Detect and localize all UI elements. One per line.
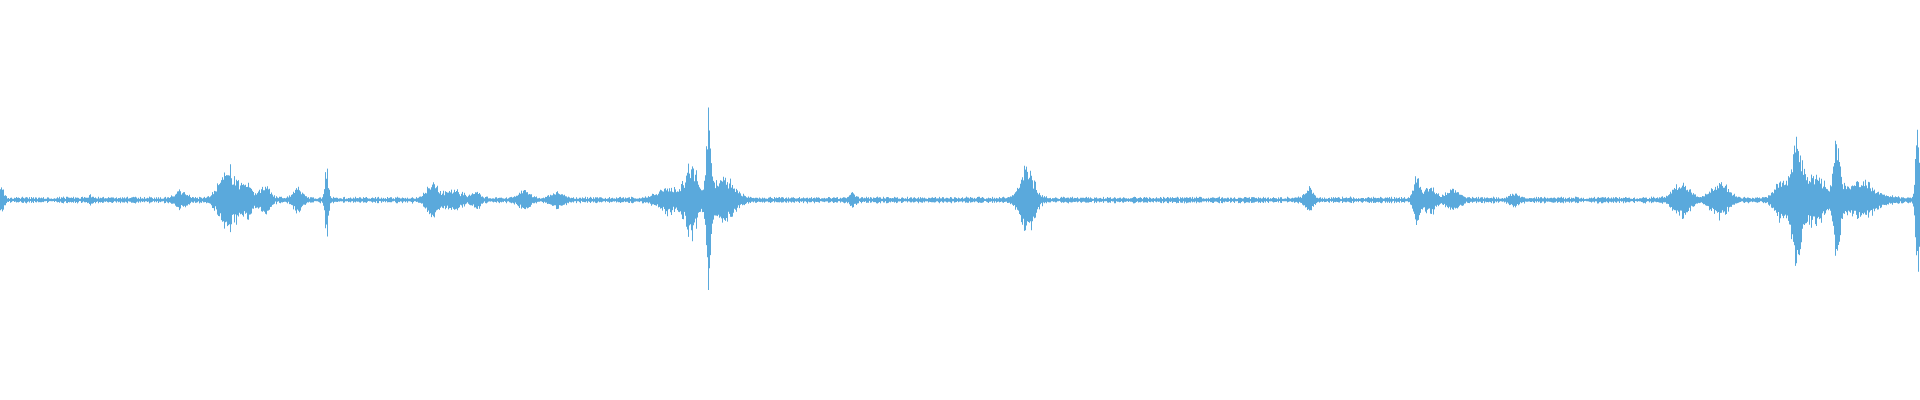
waveform-trace — [0, 107, 1920, 290]
